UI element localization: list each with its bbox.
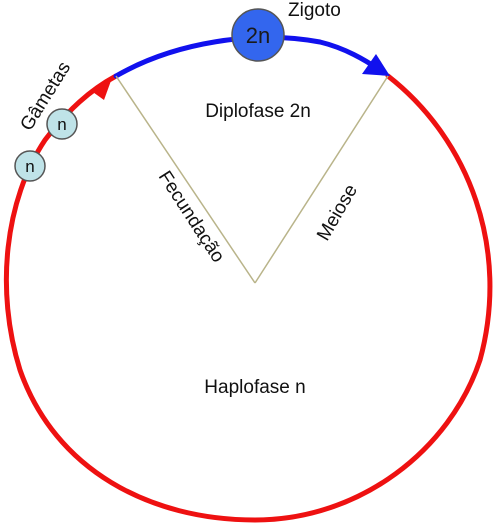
diplophase-arc (113, 34, 383, 79)
zygote-cell: 2n (231, 8, 285, 62)
gamete-cell-1: n (46, 108, 78, 140)
meiosis-divider (254, 75, 389, 284)
meiosis-label: Meiose (313, 181, 362, 245)
fertilization-label: Fecundação (154, 167, 229, 266)
diplophase-arrow-icon (362, 54, 390, 76)
zygote-icon (231, 8, 285, 62)
haplophase-label: Haplofase n (204, 377, 305, 398)
haplophase-arrow-icon (90, 78, 112, 100)
fertilization-divider (115, 75, 256, 284)
gamete-ploidy-2: n (25, 157, 34, 176)
gamete-ploidy-1: n (57, 115, 66, 134)
zygote-ploidy: 2n (246, 23, 270, 48)
zygote-label: Zigoto (288, 0, 341, 21)
gamete-icon (14, 150, 46, 182)
gamete-icon (46, 108, 78, 140)
haplophase-arc (3, 73, 493, 523)
diplophase-label: Diplofase 2n (205, 101, 311, 122)
gamete-cell-2: n (14, 150, 46, 182)
